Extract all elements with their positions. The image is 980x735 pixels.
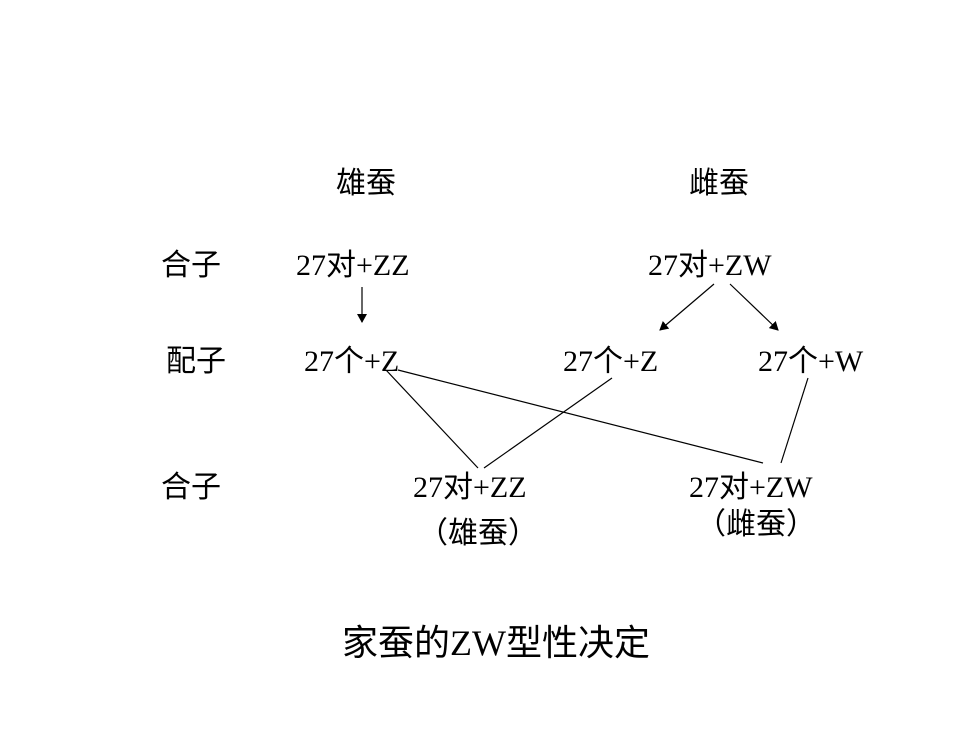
gamete-female-w: 27个+W	[758, 345, 864, 378]
gamete-male-z: 27个+Z	[304, 345, 400, 378]
offspring-female: 27对+ZW	[689, 471, 813, 504]
header-female: 雌蚕	[689, 167, 749, 200]
offspring-male: 27对+ZZ	[413, 471, 527, 504]
arrow-female-parent-to-z-gamete	[659, 283, 715, 331]
gamete-female-z: 27个+Z	[563, 345, 659, 378]
row-label-zygote-top: 合子	[161, 249, 221, 282]
parent-male: 27对+ZZ	[296, 249, 410, 282]
line-female-w-to-zw-offspring	[780, 377, 809, 464]
line-male-z-to-zw-offspring	[397, 369, 764, 464]
parent-female: 27对+ZW	[648, 249, 772, 282]
row-label-zygote-bottom: 合子	[161, 471, 221, 504]
offspring-female-note: （雌蚕）	[696, 508, 816, 541]
row-label-gamete: 配子	[166, 345, 226, 378]
header-male: 雄蚕	[336, 167, 396, 200]
line-female-z-to-zz-offspring	[483, 377, 613, 469]
offspring-male-note: （雄蚕）	[418, 517, 538, 550]
arrow-female-parent-to-w-gamete	[729, 283, 779, 331]
line-male-z-to-zz-offspring	[385, 369, 479, 469]
diagram-caption: 家蚕的ZW型性决定	[342, 623, 650, 663]
